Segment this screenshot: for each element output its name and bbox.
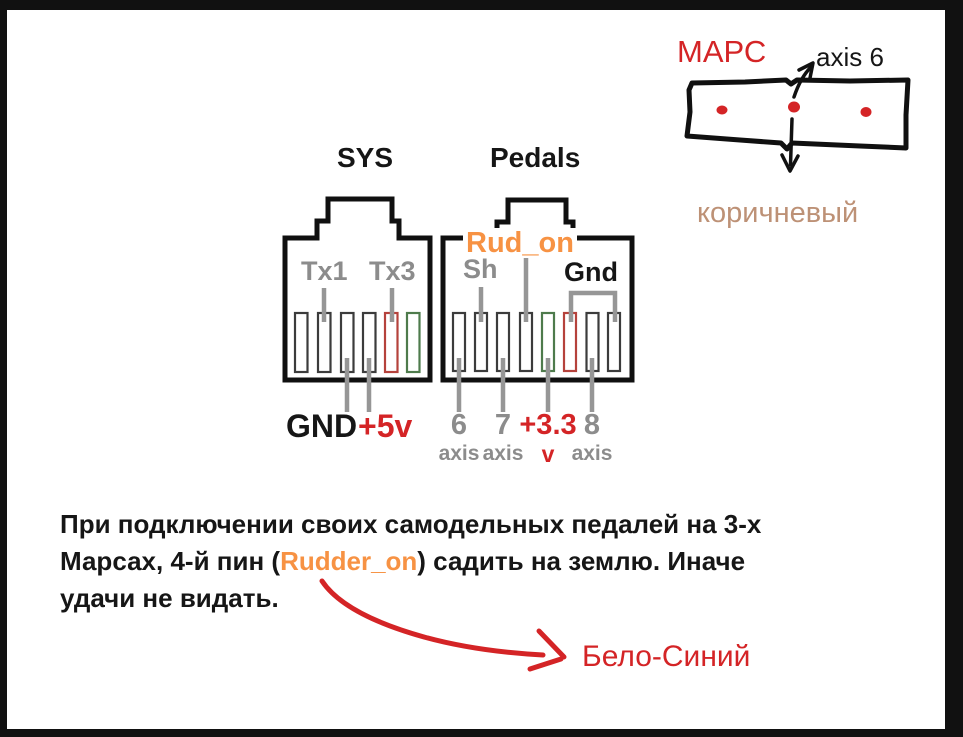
red-arrow-barb-top bbox=[536, 628, 567, 660]
sys-connector bbox=[282, 196, 433, 412]
note-line-2-before: Марсах, 4-й пин ( bbox=[60, 546, 281, 576]
pedals-bottom-label-axis7: 7 axis bbox=[458, 409, 548, 465]
mars-title: МАРС bbox=[677, 34, 767, 69]
note-line-1: При подключении своих самодельных педале… bbox=[60, 509, 762, 539]
mars-dot-2 bbox=[788, 101, 800, 113]
pedals-pin-label-rud-on: Rud_on bbox=[463, 228, 577, 258]
mars-dot-1 bbox=[716, 105, 728, 115]
sys-pin-label-gnd: GND bbox=[286, 408, 358, 444]
note-line-2: Марсах, 4-й пин (Rudder_on) садить на зе… bbox=[60, 546, 746, 576]
mars-board-sketch bbox=[684, 61, 911, 173]
sys-connector-title: SYS bbox=[337, 142, 394, 173]
axis6-arrow bbox=[792, 65, 813, 99]
red-arrow-barb-bottom bbox=[527, 656, 564, 672]
brown-wire-label: коричневый bbox=[697, 197, 859, 229]
sys-pin-1 bbox=[293, 311, 309, 374]
pin-sub-axis: axis bbox=[438, 442, 480, 465]
axis6-arrowhead bbox=[797, 61, 815, 80]
pedals-bottom-label-axis6: 6 axis bbox=[414, 409, 504, 465]
pedals-pin-label-gnd: Gnd bbox=[564, 257, 618, 287]
red-annotation-arrow bbox=[319, 578, 567, 672]
pin-number-8: 8 bbox=[583, 409, 601, 441]
brown-wire-arrow bbox=[788, 117, 794, 167]
sys-pin-6 bbox=[405, 311, 421, 374]
red-arrow-curve bbox=[319, 578, 546, 658]
axis6-label: axis 6 bbox=[816, 42, 884, 72]
mars-box-sketch bbox=[684, 77, 911, 152]
note-rudder-on-highlight: Rudder_on bbox=[280, 546, 418, 576]
pedals-bottom-label-axis8: 8 axis bbox=[547, 409, 637, 465]
sys-pin-label-tx1: Tx1 bbox=[301, 256, 348, 286]
pin-sub-axis: axis bbox=[571, 442, 613, 465]
belo-siniy-label: Бело-Синий bbox=[582, 640, 751, 673]
sys-pin-label-tx3: Tx3 bbox=[369, 256, 416, 286]
mars-dot-3 bbox=[860, 107, 872, 117]
pedals-pin-label-sh: Sh bbox=[463, 254, 498, 284]
pin-number-33: +3.3 bbox=[519, 409, 577, 441]
pedals-connector bbox=[440, 197, 635, 412]
note-line-2-after: ) садить на землю. Иначе bbox=[417, 546, 746, 576]
note-line-3: удачи не видать. bbox=[60, 583, 279, 613]
pin-sub-axis: axis bbox=[482, 442, 524, 465]
pedals-connector-title: Pedals bbox=[490, 142, 581, 173]
sys-pin-label-5v: +5v bbox=[358, 408, 413, 444]
brown-wire-arrowhead bbox=[780, 153, 800, 173]
pedals-gnd-bracket bbox=[568, 290, 618, 322]
pin-number-6: 6 bbox=[450, 409, 468, 441]
pedals-bottom-label-33v: +3.3 v bbox=[503, 411, 593, 466]
pin-number-7: 7 bbox=[494, 409, 512, 441]
pin-sub-v: v bbox=[541, 441, 555, 467]
